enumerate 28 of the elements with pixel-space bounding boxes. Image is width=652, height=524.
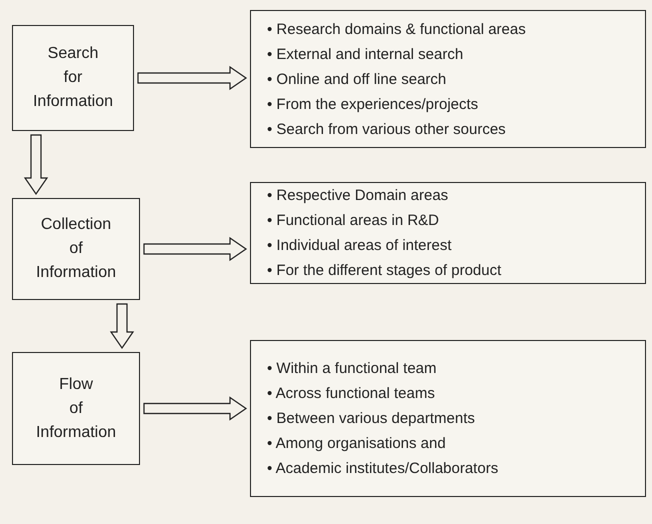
process-box <box>12 352 140 465</box>
bullet-item: • Respective Domain areas <box>267 186 450 206</box>
process-box <box>12 25 134 131</box>
bullet-item: • For the different stages of product <box>267 261 502 281</box>
bullet-item: • From the experiences/projects <box>267 94 480 114</box>
step-title: Search for Information <box>32 44 114 112</box>
list-box <box>250 182 646 284</box>
block-arrow <box>143 236 248 262</box>
bullet-item: • Across functional teams <box>267 384 436 404</box>
block-arrow <box>24 134 48 196</box>
block-arrow <box>110 303 134 350</box>
bullet-item: • Research domains & functional areas <box>267 20 527 40</box>
bullet-item: • Between various departments <box>267 409 476 429</box>
list-box <box>250 340 646 497</box>
bullet-item: • External and internal search <box>267 44 464 64</box>
block-arrow <box>137 66 248 90</box>
bullet-item: • Among organisations and <box>267 434 447 454</box>
list-box <box>250 10 646 148</box>
block-arrow <box>143 396 248 421</box>
bullet-item: • Individual areas of interest <box>267 236 453 256</box>
step-title: Collection of Information <box>34 215 118 283</box>
step-title: Flow of Information <box>34 374 118 442</box>
process-box <box>12 198 140 300</box>
bullet-item: • Functional areas in R&D <box>267 211 440 231</box>
bullet-item: • Search from various other sources <box>267 120 507 140</box>
bullet-item: • Within a functional team <box>267 359 438 379</box>
bullet-item: • Academic institutes/Collaborators <box>267 459 500 479</box>
bullet-item: • Online and off line search <box>267 70 448 90</box>
